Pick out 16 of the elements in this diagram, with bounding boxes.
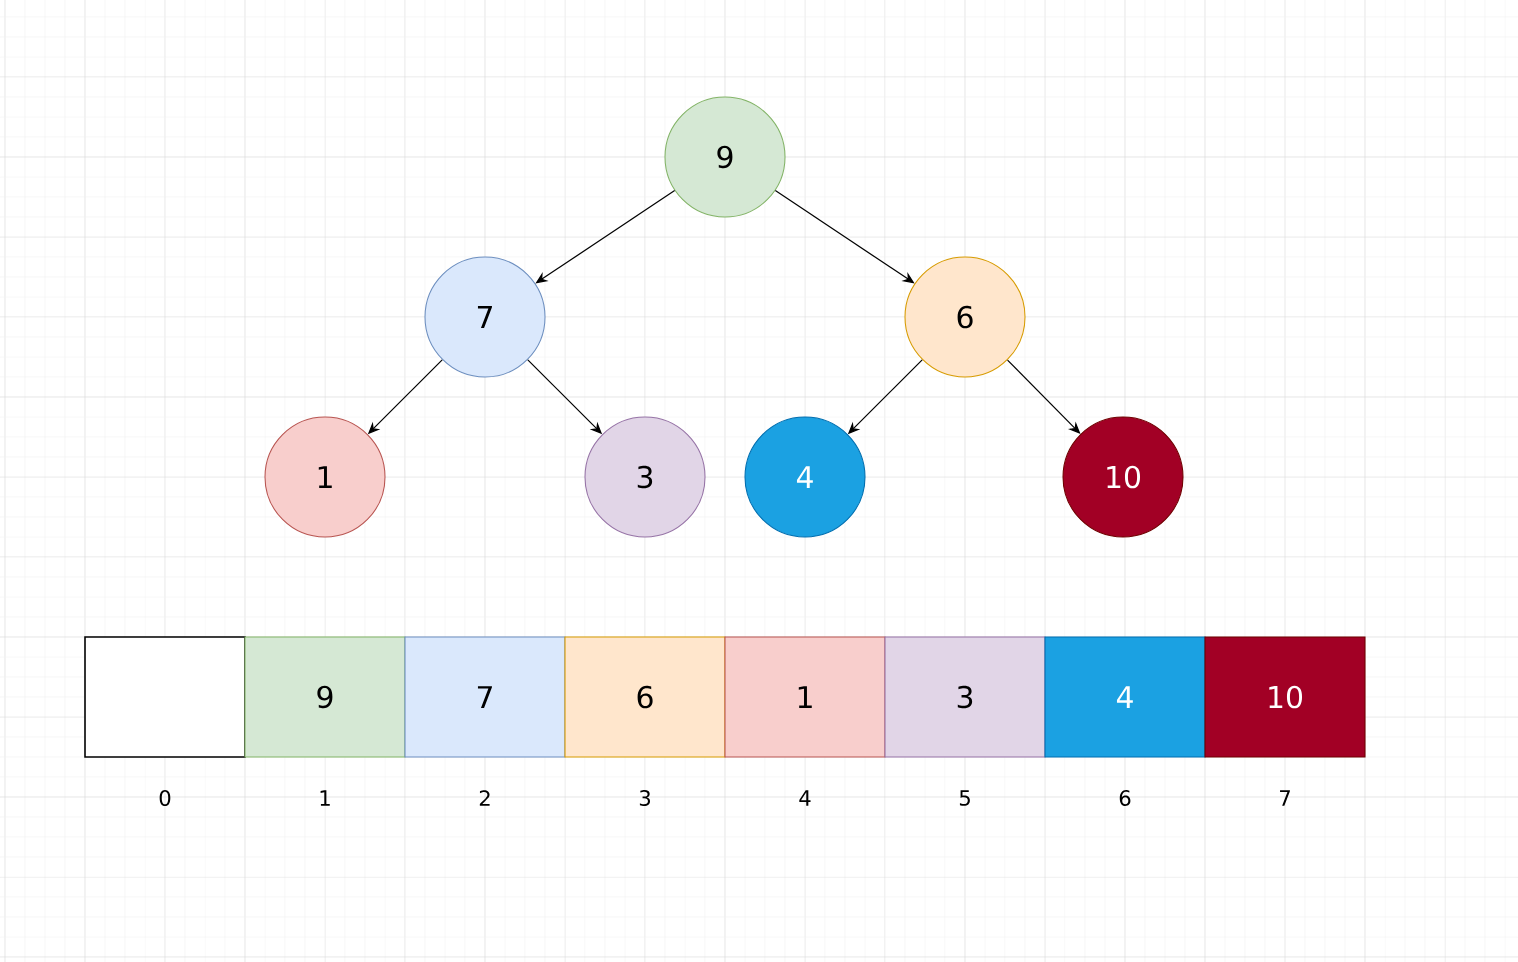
index-label: 5 — [959, 790, 970, 806]
index-label: 2 — [479, 790, 490, 806]
index-label: 1 — [320, 790, 330, 806]
array-cell: 7 — [404, 636, 566, 758]
index-label: 3 — [639, 790, 650, 806]
index-label: 6 — [1119, 790, 1131, 806]
array-cell: 6 — [564, 636, 726, 758]
array-cell: 3 — [884, 636, 1046, 758]
index-label: 0 — [159, 790, 171, 806]
array-cell: 9 — [244, 636, 406, 758]
array-cell — [84, 636, 246, 758]
index-label: 4 — [799, 790, 811, 806]
array-cell: 10 — [1204, 636, 1366, 758]
array-cell: 4 — [1044, 636, 1206, 758]
array-cell: 1 — [724, 636, 886, 758]
index-label: 7 — [1280, 790, 1290, 806]
